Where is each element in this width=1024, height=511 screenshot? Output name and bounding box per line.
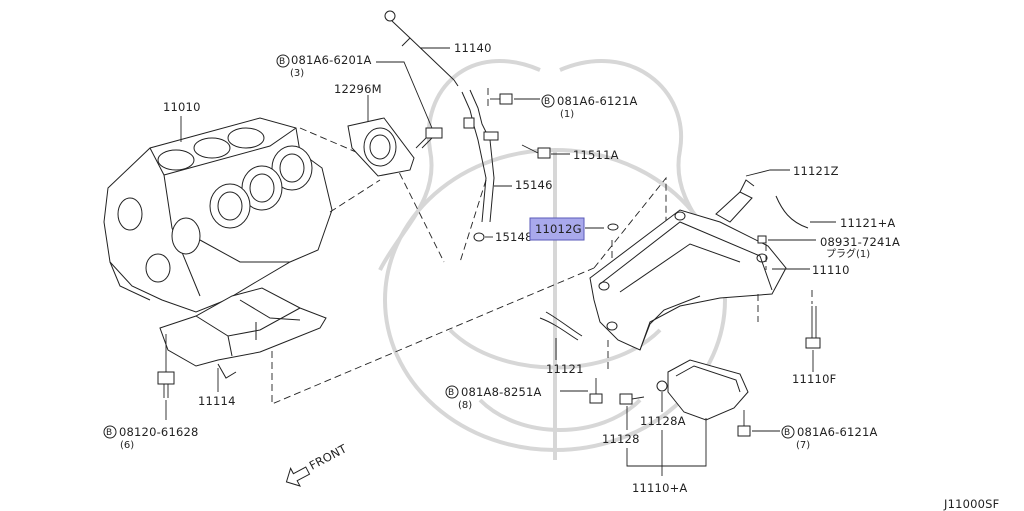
- label-11110-plus-a: 11110+A: [632, 481, 688, 495]
- o-ring-15148[interactable]: [473, 232, 485, 242]
- oil-pan-lower-11110-plus-a[interactable]: [667, 359, 749, 421]
- label-081a6-6121a-bot: 081A6-6121A: [797, 425, 878, 439]
- bolt-b-icon: [276, 54, 290, 68]
- qty-081a6-6121a-top: (1): [560, 109, 574, 120]
- oil-pan-upper-11110[interactable]: [589, 209, 787, 351]
- label-11121z: 11121Z: [793, 164, 839, 178]
- label-08931-7241a: 08931-7241A: [820, 235, 900, 249]
- dipstick-11140[interactable]: [384, 10, 459, 87]
- diagram-id: J11000SF: [943, 497, 1000, 511]
- label-11110f: 11110F: [792, 372, 836, 386]
- bolt-11511a[interactable]: [521, 144, 551, 159]
- bolt-b-icon: [781, 425, 795, 439]
- bolt-081a8-8251a[interactable]: [589, 378, 603, 404]
- bolt-08120-61628[interactable]: [157, 334, 175, 398]
- label-08120-61628: 08120-61628: [119, 425, 199, 439]
- front-arrow-icon: [285, 466, 311, 487]
- front-label: FRONT: [307, 441, 350, 473]
- label-11511a: 11511A: [573, 148, 619, 162]
- bracket-11121[interactable]: [539, 311, 583, 341]
- bolt-11128[interactable]: [619, 393, 645, 405]
- bolt-b-icon: [445, 385, 459, 399]
- plug-08931-7241a[interactable]: [757, 235, 767, 244]
- label-11010: 11010: [163, 100, 201, 114]
- label-11110: 11110: [812, 263, 850, 277]
- label-11012g: 11012G: [535, 222, 582, 236]
- label-11140: 11140: [454, 41, 492, 55]
- label-12296m: 12296M: [334, 82, 382, 96]
- bolt-081a6-6121a-top[interactable]: [490, 93, 513, 105]
- label-15146: 15146: [515, 178, 553, 192]
- label-11121-plus-a: 11121+A: [840, 216, 896, 230]
- dipstick-guide-15146[interactable]: [461, 89, 499, 223]
- svg-text:B: B: [784, 428, 790, 438]
- bolt-b-icon: [103, 425, 117, 439]
- baffle-plate-11114[interactable]: [159, 287, 327, 379]
- bracket-11121-plus-a[interactable]: [775, 195, 809, 229]
- svg-text:B: B: [279, 57, 285, 67]
- bolt-11110f[interactable]: [805, 306, 821, 349]
- label-11121: 11121: [546, 362, 584, 376]
- cylinder-block-11010[interactable]: [103, 117, 333, 313]
- label-11114: 11114: [198, 394, 236, 408]
- svg-text:B: B: [448, 388, 454, 398]
- bolt-081a6-6121a-bot[interactable]: [737, 410, 751, 437]
- qty-081a6-6121a-bot: (7): [796, 440, 810, 451]
- watermark-emblem: [378, 59, 732, 460]
- label-11128: 11128: [602, 432, 640, 446]
- qty-08120-61628: (6): [120, 440, 134, 451]
- highlight-11012g[interactable]: [529, 217, 585, 241]
- washer-11128a[interactable]: [656, 380, 668, 392]
- oil-strainer-11121z[interactable]: [715, 179, 755, 223]
- bolt-081a6-6201a[interactable]: [415, 127, 443, 149]
- bolt-b-icon: [541, 94, 555, 108]
- label-081a6-6201a: 081A6-6201A: [291, 53, 372, 67]
- svg-text:B: B: [544, 97, 550, 107]
- label-15148: 15148: [495, 230, 533, 244]
- svg-text:B: B: [106, 428, 112, 438]
- qty-08931-7241a: プラグ(1): [826, 247, 870, 260]
- label-081a8-8251a: 081A8-8251A: [461, 385, 542, 399]
- label-11128a: 11128A: [640, 414, 686, 428]
- drain-plug-washer-11012g[interactable]: [607, 223, 619, 231]
- rear-oil-seal-12296m[interactable]: [347, 117, 415, 177]
- qty-081a6-6201a: (3): [290, 68, 304, 79]
- qty-081a8-8251a: (8): [458, 400, 472, 411]
- label-081a6-6121a-top: 081A6-6121A: [557, 94, 638, 108]
